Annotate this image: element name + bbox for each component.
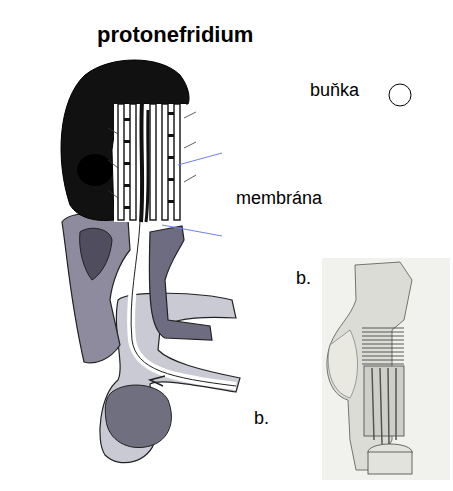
inset-drawing [322,258,450,480]
diagram-title: protonefridium [97,22,253,47]
part-label: buňka [310,80,359,101]
tubule-nucleus [80,228,112,280]
flagellum [141,102,142,222]
leader-line [162,225,222,236]
cell-symbol [389,84,411,106]
flagellum [146,110,148,222]
part-label: membrána [236,188,322,209]
leader-line [178,153,222,165]
cap-nucleus [77,154,113,186]
part-label: b. [296,268,311,289]
filtration-rods [114,104,186,222]
flow-arrows [108,112,196,198]
canal-line [131,222,236,386]
canal [131,222,236,386]
tubule-cell [62,214,130,363]
part-label: b. [254,408,269,429]
flow-arrow [150,376,165,386]
nucleus-blob [105,385,171,448]
tubule-cell [149,226,212,340]
